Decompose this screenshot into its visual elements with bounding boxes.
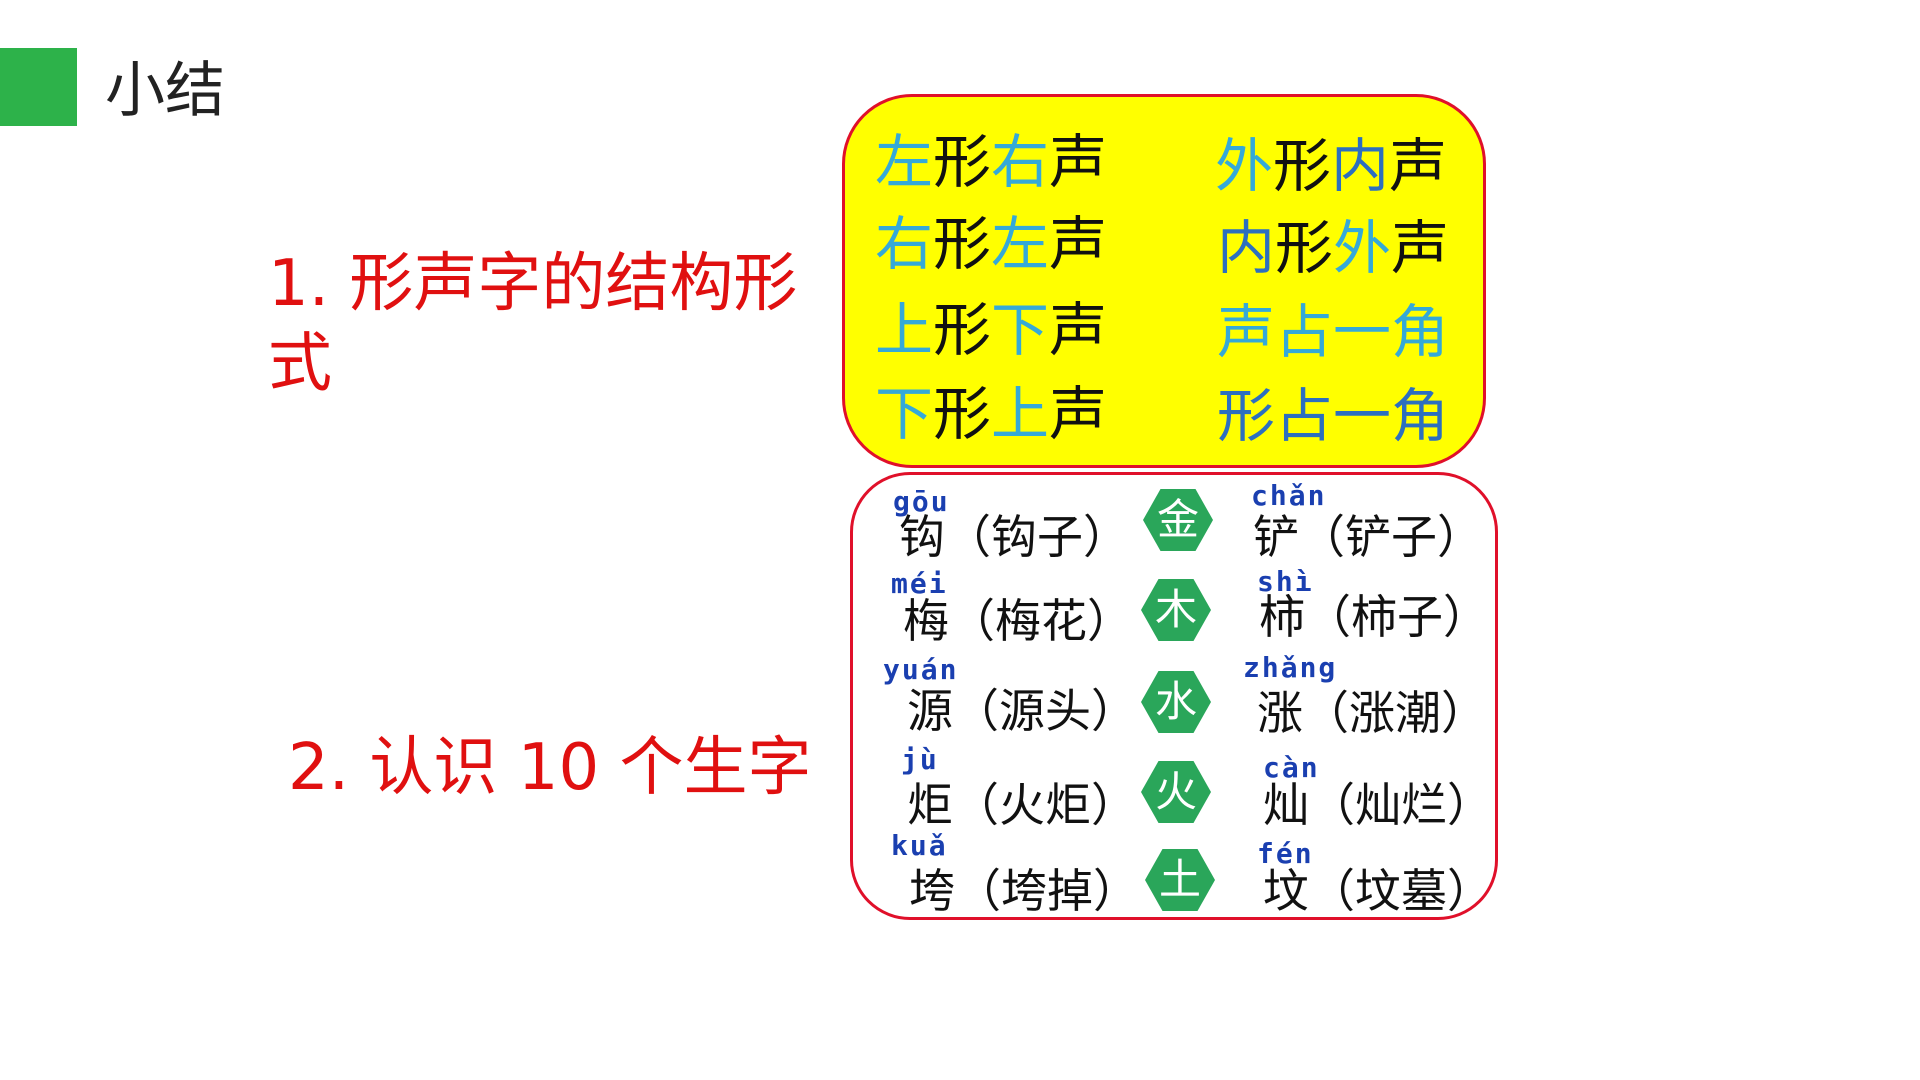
character-word: 垮（垮掉） [909, 864, 1139, 918]
pinyin-label: méi [891, 567, 948, 600]
pinyin-label: kuǎ [891, 829, 948, 862]
character-word: 坟（坟墓） [1263, 864, 1493, 918]
character-word: 灿（灿烂） [1263, 778, 1493, 832]
structure-item: 内形外声 [1217, 213, 1449, 283]
structure-segment: 上 [991, 380, 1050, 448]
structure-segment: 左 [991, 210, 1050, 278]
structure-segment: 声 [1049, 380, 1108, 448]
element-badge-metal: 金 [1143, 489, 1213, 551]
structure-item: 左形右声 [875, 127, 1107, 197]
structure-segment: 形 [933, 210, 992, 278]
structure-segment: 外 [1215, 132, 1274, 200]
structure-segment: 右 [991, 128, 1050, 196]
element-badge-water: 水 [1141, 671, 1211, 733]
slide-title: 小结 [105, 56, 225, 126]
structure-segment: 形 [1275, 214, 1334, 282]
summary-point-characters: 2. 认识 10 个生字 [288, 731, 812, 805]
element-badge-earth: 土 [1145, 849, 1215, 911]
character-word: 钩（钩子） [899, 510, 1129, 564]
structure-item: 右形左声 [875, 209, 1107, 279]
element-badge-fire: 火 [1141, 761, 1211, 823]
structure-item: 下形上声 [875, 379, 1107, 449]
title-marker [0, 48, 77, 126]
structure-segment: 声 [1049, 296, 1108, 364]
pinyin-label: shì [1257, 565, 1314, 598]
character-word: 柿（柿子） [1259, 590, 1489, 644]
character-word: 涨（涨潮） [1257, 686, 1487, 740]
structure-segment: 形 [1273, 132, 1332, 200]
element-badge-wood: 木 [1141, 579, 1211, 641]
structure-segment: 内 [1217, 214, 1276, 282]
structure-segment: 声 [1391, 214, 1450, 282]
structure-segment: 下 [875, 380, 934, 448]
pinyin-label: jù [901, 743, 939, 776]
structure-segment: 下 [991, 296, 1050, 364]
structure-segment: 声 [1049, 128, 1108, 196]
structure-segment: 形 [933, 128, 992, 196]
structure-forms-box: 左形右声 右形左声 上形下声 下形上声 外形内声 内形外声 声占一角 形占一角 [842, 94, 1486, 468]
structure-segment: 形 [933, 380, 992, 448]
pinyin-label: gōu [893, 485, 950, 518]
new-characters-card: gōu 钩（钩子） 金 chǎn 铲（铲子） méi 梅（梅花） 木 shì 柿… [850, 472, 1498, 920]
character-word: 源（源头） [907, 684, 1137, 738]
pinyin-label: càn [1263, 751, 1320, 784]
character-word: 梅（梅花） [903, 594, 1133, 648]
structure-segment: 声 [1049, 210, 1108, 278]
summary-point-structure: 1. 形声字的结构形式 [268, 247, 798, 401]
structure-item: 外形内声 [1215, 131, 1447, 201]
structure-segment: 上 [875, 296, 934, 364]
pinyin-label: chǎn [1251, 479, 1327, 512]
structure-segment: 形占一角 [1217, 382, 1450, 450]
structure-item: 声占一角 [1217, 297, 1449, 367]
pinyin-label: yuán [883, 653, 959, 686]
structure-segment: 左 [875, 128, 934, 196]
pinyin-label: zhǎng [1243, 651, 1338, 684]
pinyin-label: fén [1257, 837, 1314, 870]
structure-segment: 形 [933, 296, 992, 364]
character-word: 炬（火炬） [907, 778, 1137, 832]
structure-segment: 声 [1389, 132, 1448, 200]
structure-segment: 外 [1333, 214, 1392, 282]
character-word: 铲（铲子） [1253, 510, 1483, 564]
structure-segment: 右 [875, 210, 934, 278]
structure-segment: 内 [1331, 132, 1390, 200]
structure-item: 上形下声 [875, 295, 1107, 365]
structure-segment: 声占一角 [1217, 298, 1450, 366]
structure-item: 形占一角 [1217, 381, 1449, 451]
